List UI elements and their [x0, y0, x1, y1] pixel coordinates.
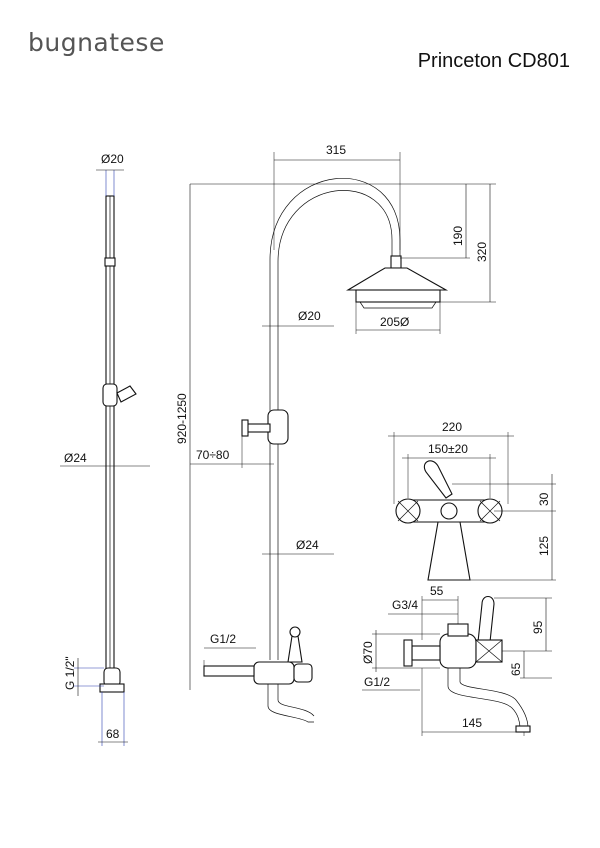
side-base-nut — [99, 683, 125, 693]
front-mixer-wall-pipe — [203, 665, 255, 677]
dim-mixer-side-outlet: G3/4 — [392, 598, 418, 612]
dim-mixer-centers: 150±20 — [428, 442, 468, 456]
side-bottom-fitting — [103, 667, 121, 687]
dim-front-head-height: 320 — [475, 242, 489, 262]
front-arm-outer — [269, 178, 401, 660]
side-slider-lever — [116, 385, 137, 403]
mixer-side-body — [439, 633, 477, 669]
dim-mixer-side-spout-length: 145 — [462, 716, 482, 730]
mixer-side-view: 55 G3/4 95 65 Ø70 G1/2 145 — [361, 584, 552, 736]
front-head-neck — [390, 255, 402, 269]
front-wall-bracket — [267, 409, 289, 445]
dim-mixer-side-upper-height: 95 — [531, 620, 545, 634]
front-head-rim — [355, 289, 441, 303]
dim-side-tube: Ø24 — [64, 451, 87, 465]
front-view: 315 190 320 205Ø Ø20 Ø24 920-1250 70÷80 … — [175, 143, 496, 723]
front-mixer-handle — [293, 663, 313, 683]
front-head-dome — [345, 267, 449, 291]
dim-front-head-drop: 190 — [451, 226, 465, 246]
dim-mixer-side-inlet: G1/2 — [364, 675, 390, 689]
dim-side-depth: 68 — [106, 727, 120, 741]
mixer-body — [427, 521, 471, 581]
front-arm-inner — [277, 190, 393, 660]
brand-logo: bugnatese — [28, 28, 165, 57]
mixer-side-inlet — [411, 645, 441, 661]
mixer-side-top — [447, 623, 469, 637]
mixer-lever — [423, 460, 453, 499]
dim-front-column-height: 920-1250 — [175, 393, 189, 444]
dim-mixer-side-top-offset: 55 — [430, 584, 444, 598]
front-mixer-body — [253, 661, 295, 685]
dim-front-inlet: G1/2 — [210, 632, 236, 646]
dim-front-bracket-offset: 70÷80 — [196, 448, 230, 462]
dim-mixer-body-height: 125 — [537, 536, 551, 556]
front-bracket-plate — [241, 419, 249, 437]
dim-side-inlet: G 1/2" — [63, 656, 77, 690]
mixer-front-view: 220 150±20 30 125 — [388, 420, 556, 581]
dim-side-tube-top: Ø20 — [101, 152, 124, 166]
model-title: Princeton CD801 — [417, 50, 570, 72]
side-view: Ø20 Ø24 G 1/2" 68 — [60, 152, 150, 746]
dim-mixer-width: 220 — [442, 420, 462, 434]
front-mixer-lever — [287, 635, 303, 663]
dim-mixer-side-body-diameter: Ø70 — [361, 641, 375, 664]
side-tube-joint — [104, 257, 116, 267]
dim-front-arm-reach: 315 — [326, 143, 346, 157]
dim-front-lower-tube: Ø24 — [296, 538, 319, 552]
front-bracket-arm — [245, 423, 271, 433]
dim-mixer-side-lower-height: 65 — [509, 662, 523, 676]
mixer-side-flange — [403, 639, 413, 667]
mixer-side-lever — [477, 595, 495, 643]
mixer-center-knob — [440, 502, 458, 520]
side-slider — [102, 383, 118, 407]
dim-front-upper-tube: Ø20 — [298, 309, 321, 323]
dim-front-head-diameter: 205Ø — [380, 315, 409, 329]
dim-mixer-handle-height: 30 — [537, 492, 551, 506]
